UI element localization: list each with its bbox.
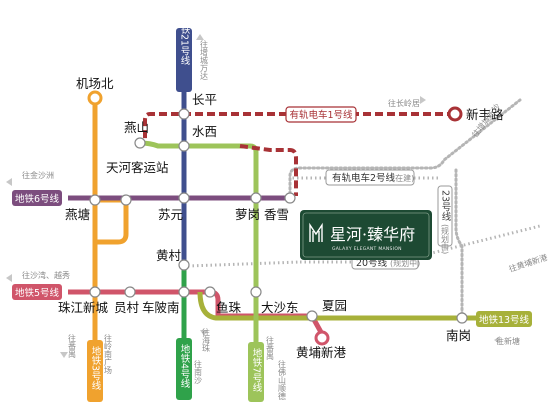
arrow-down-icon	[200, 330, 208, 336]
station-markers	[89, 108, 468, 324]
station-marker-yantang[interactable]	[89, 194, 101, 206]
station-marker-dashadong[interactable]	[250, 286, 262, 298]
station-marker-xiangxue[interactable]	[284, 192, 296, 204]
tag-line-7-text: 地铁7号线	[251, 347, 263, 392]
label-zhujiang: 珠江新城	[58, 300, 109, 315]
label-xinfeng-road: 新丰路	[466, 107, 504, 122]
station-marker-tianhe[interactable]	[120, 194, 132, 206]
dir-xinhui: 往新塘	[496, 336, 520, 346]
tag-tram-2-note: (在建)	[392, 173, 414, 183]
tag-line-13	[476, 311, 532, 327]
tag-tram-1	[285, 106, 357, 123]
tag-line-3-text: 地铁3号线	[90, 345, 102, 390]
dir-jinshazhou: 往金沙洲	[22, 170, 54, 180]
label-huangpu-xingang: 黄埔新港	[296, 345, 347, 360]
station-marker-chebeinan[interactable]	[178, 286, 190, 298]
dir-nansha: 往南沙	[194, 359, 203, 384]
label-tianhe-bus-station: 天河客运站	[106, 160, 169, 175]
station-marker-huangpu-xingang[interactable]	[314, 330, 330, 346]
tag-line-21	[176, 28, 192, 92]
line-23-down-path	[454, 168, 464, 320]
line-13-path	[197, 291, 478, 321]
label-yanshan: 燕山	[124, 120, 149, 135]
tag-line-4-text: 地铁4号线	[179, 343, 191, 388]
arrow-down-icon	[60, 352, 68, 358]
brand-name-cn: 星河·臻华府	[330, 225, 415, 244]
tag-line-23	[437, 185, 453, 247]
station-marker-xinfeng[interactable]	[447, 106, 463, 122]
station-marker-airport-north[interactable]	[87, 90, 103, 106]
station-marker-nangang[interactable]	[456, 312, 468, 324]
brand-name-en: GALAXY ELEGANT MANSION	[332, 246, 402, 252]
tag-line-4	[176, 338, 192, 400]
arrow-left-icon	[494, 336, 500, 344]
brand-logo-icon	[309, 222, 323, 242]
dir-fanyu-south: 往番禺	[266, 335, 275, 360]
brand-badge[interactable]: 星河·臻华府 GALAXY ELEGANT MANSION	[300, 210, 432, 260]
dir-foshan-shunde: 往佛山顺德	[278, 359, 287, 401]
station-marker-yuzhu[interactable]	[204, 286, 216, 298]
dir-changling-ju: 往长岭居	[388, 98, 420, 108]
label-suyuan: 苏元	[158, 207, 183, 222]
tag-line-5-text: 地铁5号线	[15, 287, 60, 299]
dir-zengcheng-wanda: 往增城万达	[200, 39, 209, 81]
label-xiangxue: 香雪	[264, 207, 289, 222]
tag-tram-2-text: 有轨电车2号线	[332, 172, 396, 184]
label-airport-north: 机场北	[76, 76, 114, 91]
dir-huangpu-xingang: 往黄埔新港	[508, 252, 549, 274]
line-20-west-path	[187, 260, 301, 268]
label-yuancun: 员村	[114, 300, 140, 315]
label-yuzhu: 鱼珠	[216, 300, 242, 315]
label-luogang: 萝岗	[235, 207, 260, 222]
label-dashadong: 大沙东	[261, 300, 299, 315]
station-marker-changping[interactable]	[178, 108, 190, 120]
label-huangcun: 黄村	[156, 248, 182, 263]
label-changping: 长平	[192, 92, 217, 107]
brand-badge-bg	[300, 210, 432, 260]
station-marker-xiayuan[interactable]	[306, 310, 318, 322]
tag-line-13-text: 地铁13号线	[479, 314, 530, 326]
brand-badge-border	[302, 212, 430, 258]
tag-tram-2	[325, 169, 415, 186]
tag-line-7	[248, 342, 264, 402]
tag-line-6	[12, 190, 62, 206]
tag-line-6-text: 地铁6号线	[15, 193, 60, 205]
station-marker-shuixi[interactable]	[178, 140, 190, 152]
tag-line-23-text: 23号线	[440, 190, 452, 221]
tag-line-21-text: 地铁21号线	[179, 14, 191, 65]
label-chebeinan: 车陂南	[142, 300, 180, 315]
label-shuixi: 水西	[192, 124, 217, 139]
dir-fanyu-west: 往番禺	[68, 333, 77, 358]
direction-arrows	[6, 34, 500, 358]
label-xiayuan: 夏园	[322, 298, 347, 313]
tag-line-23-note: (规划中)	[441, 224, 450, 254]
station-marker-yanshan[interactable]	[134, 137, 146, 149]
line-3-branch-path	[95, 197, 129, 245]
dir-haizhu: 往海珠	[202, 327, 211, 353]
arrow-left-icon	[6, 178, 12, 186]
arrow-right-icon	[420, 96, 426, 104]
dir-lingnan-square: 往岭南广场	[104, 333, 113, 375]
station-marker-huangcun[interactable]	[178, 259, 190, 271]
label-nangang: 南岗	[446, 328, 471, 343]
station-marker-luogang[interactable]	[250, 192, 262, 204]
tag-line-5	[12, 284, 62, 300]
tag-line-3	[87, 340, 103, 402]
station-marker-yuancun[interactable]	[124, 286, 136, 298]
arrow-up-icon	[196, 34, 204, 40]
station-marker-zhujiang[interactable]	[89, 286, 101, 298]
label-yantang: 燕塘	[65, 207, 90, 222]
line-23-path	[288, 98, 522, 200]
arrow-left-icon	[6, 274, 12, 282]
tram-1-path	[143, 112, 455, 196]
station-marker-suyuan[interactable]	[178, 192, 190, 204]
dir-shawan-yuexiu: 往沙湾、越秀	[22, 270, 70, 280]
tag-line-20-note: (规划中)	[390, 258, 420, 268]
tag-tram-1-text: 有轨电车1号线	[289, 109, 353, 121]
